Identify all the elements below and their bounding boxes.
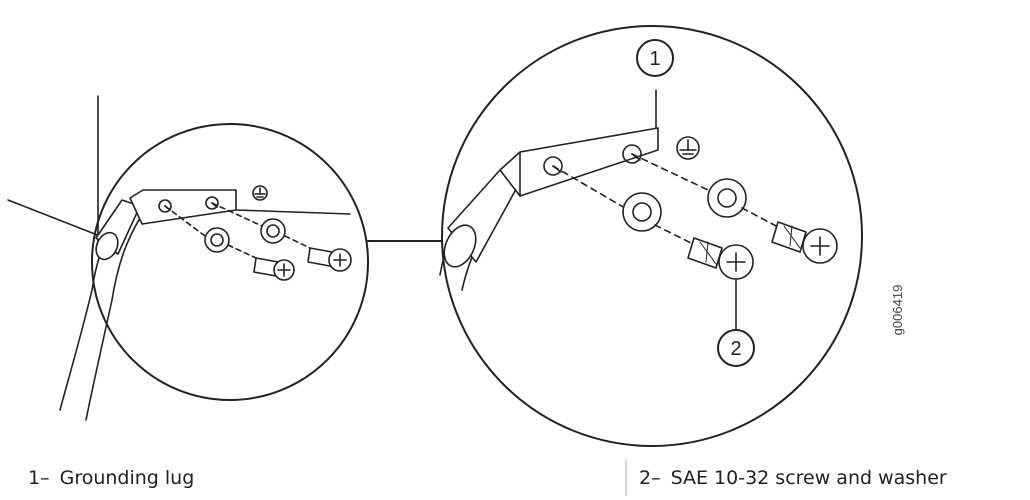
callout-2-label: 2	[730, 338, 741, 360]
figure-id: g006419	[890, 284, 905, 336]
small-cable	[59, 199, 146, 421]
legend-item-2: 2– SAE 10-32 screw and washer	[625, 460, 1030, 496]
legend-2-label: SAE 10-32 screw and washer	[670, 467, 947, 489]
small-lug	[129, 189, 351, 225]
callout-1: 1	[636, 39, 674, 77]
legend-item-1: 1– Grounding lug	[28, 460, 588, 496]
large-cable	[439, 169, 521, 291]
detail-circle	[441, 25, 863, 447]
large-ground-symbol-icon	[676, 136, 700, 160]
small-washers-screws	[164, 202, 352, 281]
grounding-diagram: 1 2	[7, 25, 863, 447]
legend-1-number: 1–	[28, 467, 50, 489]
large-lug	[499, 89, 659, 197]
callout-1-label: 1	[649, 48, 660, 70]
large-washers-screws	[552, 153, 838, 331]
callout-2: 2	[717, 329, 755, 367]
legend-1-label: Grounding lug	[59, 467, 195, 489]
small-ground-symbol-icon	[252, 185, 268, 201]
legend-2-number: 2–	[639, 467, 661, 489]
overview-circle	[91, 123, 369, 401]
chassis-outline	[7, 95, 101, 251]
